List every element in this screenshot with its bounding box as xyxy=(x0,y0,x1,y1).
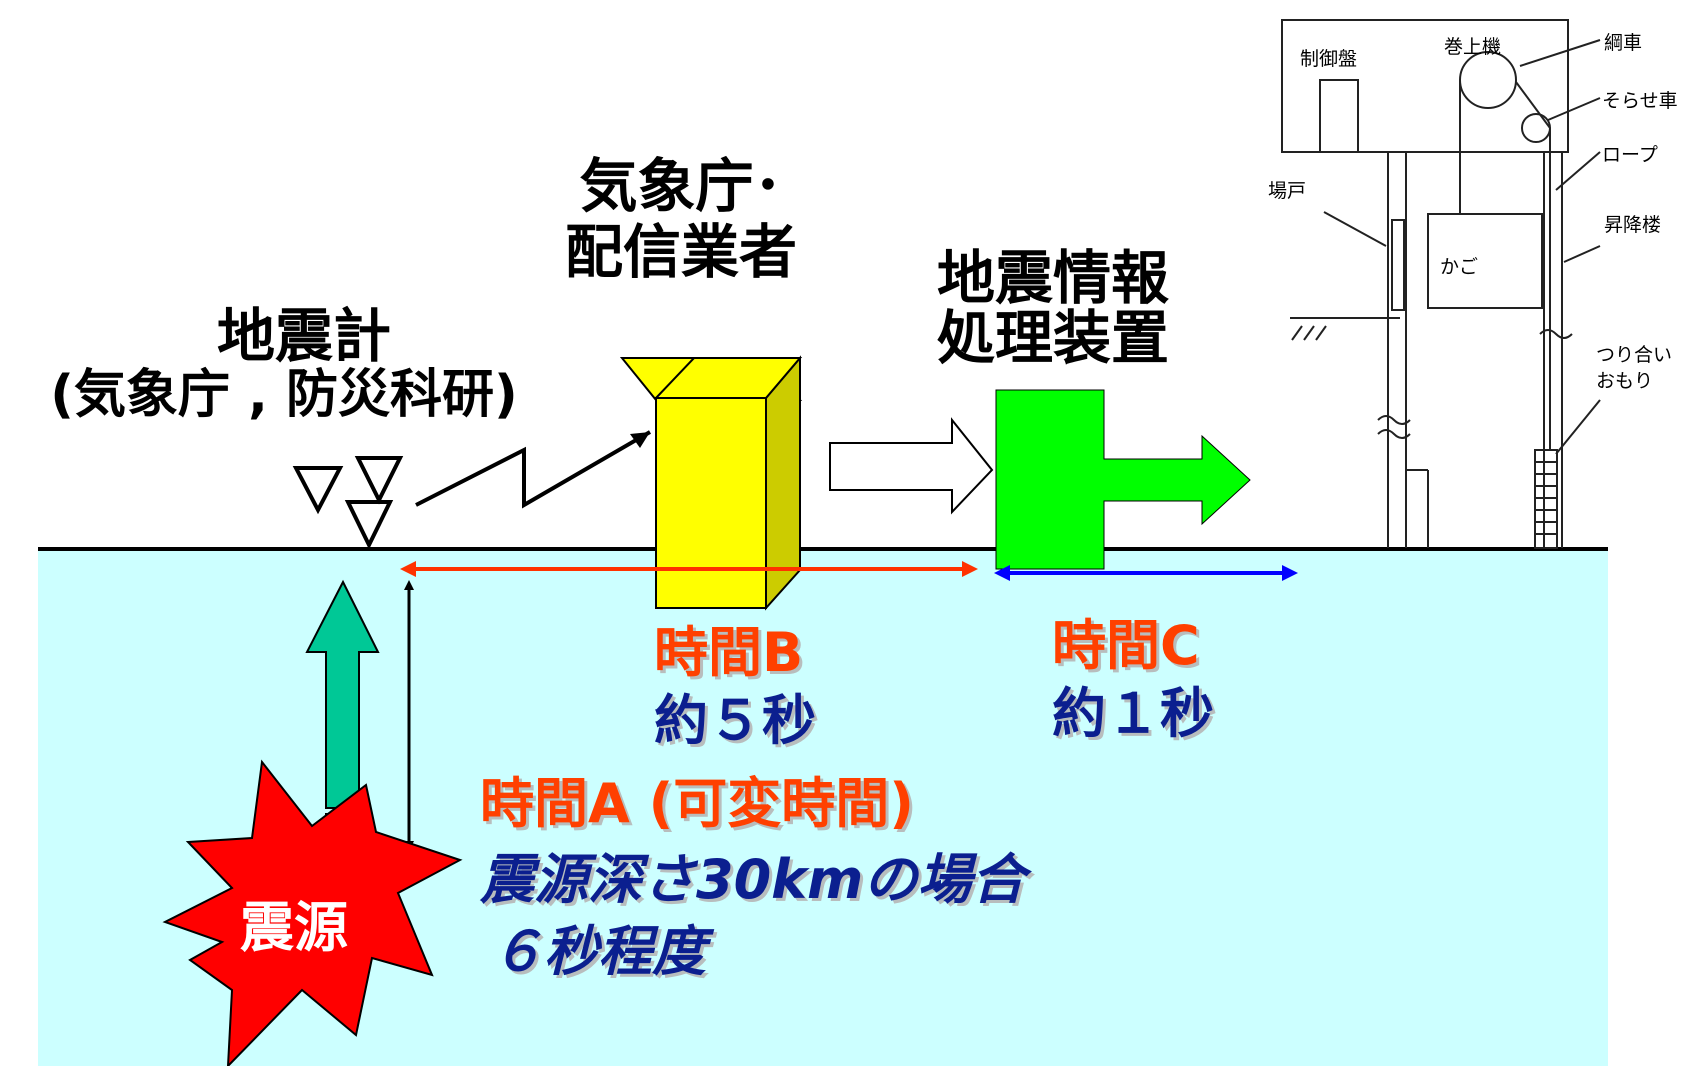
depth-note-line2: ６秒程度 xyxy=(490,920,706,983)
signal-zigzag-arrow xyxy=(415,430,652,509)
processor-label-line2: 処理装置 xyxy=(936,304,1169,372)
elevator-shaft-label: 昇降楼 xyxy=(1604,214,1662,236)
depth-note-line1: 震源深さ30kmの場合 xyxy=(480,848,1026,911)
signal-arrowhead xyxy=(630,432,650,448)
seismometer-title: 地震計 xyxy=(216,302,391,370)
time-c-value: 約１秒 xyxy=(1052,682,1214,745)
time-c-label: 時間C xyxy=(1052,614,1200,677)
elevator-counterweight-label-1: つり合い xyxy=(1596,344,1673,366)
epicenter-label: 震源 xyxy=(240,896,348,959)
time-b-span xyxy=(400,561,978,577)
elevator-schematic xyxy=(1281,19,1601,549)
elevator-deflector-label: そらせ車 xyxy=(1602,90,1678,112)
elevator-hoist-label: 巻上機 xyxy=(1444,36,1502,58)
transfer-arrow xyxy=(829,417,994,515)
processor-label-line1: 地震情報 xyxy=(936,244,1169,312)
time-a-label: 時間A (可変時間) xyxy=(480,772,914,835)
time-c-span xyxy=(994,565,1298,581)
elevator-car-label: かご xyxy=(1440,256,1479,278)
elevator-control-panel-label: 制御盤 xyxy=(1300,48,1358,70)
elevator-rope-label: ロープ xyxy=(1602,144,1658,166)
seismometer-icon xyxy=(292,456,404,550)
jma-label-line1: 気象庁･ xyxy=(579,152,783,220)
elevator-counterweight-label-2: おもり xyxy=(1596,370,1654,392)
processor-unit xyxy=(995,389,1251,570)
epicenter-burst xyxy=(162,759,463,1066)
time-b-label: 時間B xyxy=(654,621,804,684)
elevator-sheave-label: 綱車 xyxy=(1604,32,1643,54)
time-b-value: 約５秒 xyxy=(654,689,816,752)
jma-label-line2: 配信業者 xyxy=(564,218,797,286)
seismometer-subtitle: (気象庁 , 防災科研) xyxy=(50,365,518,425)
elevator-landing-door-label: 場戸 xyxy=(1268,180,1307,202)
